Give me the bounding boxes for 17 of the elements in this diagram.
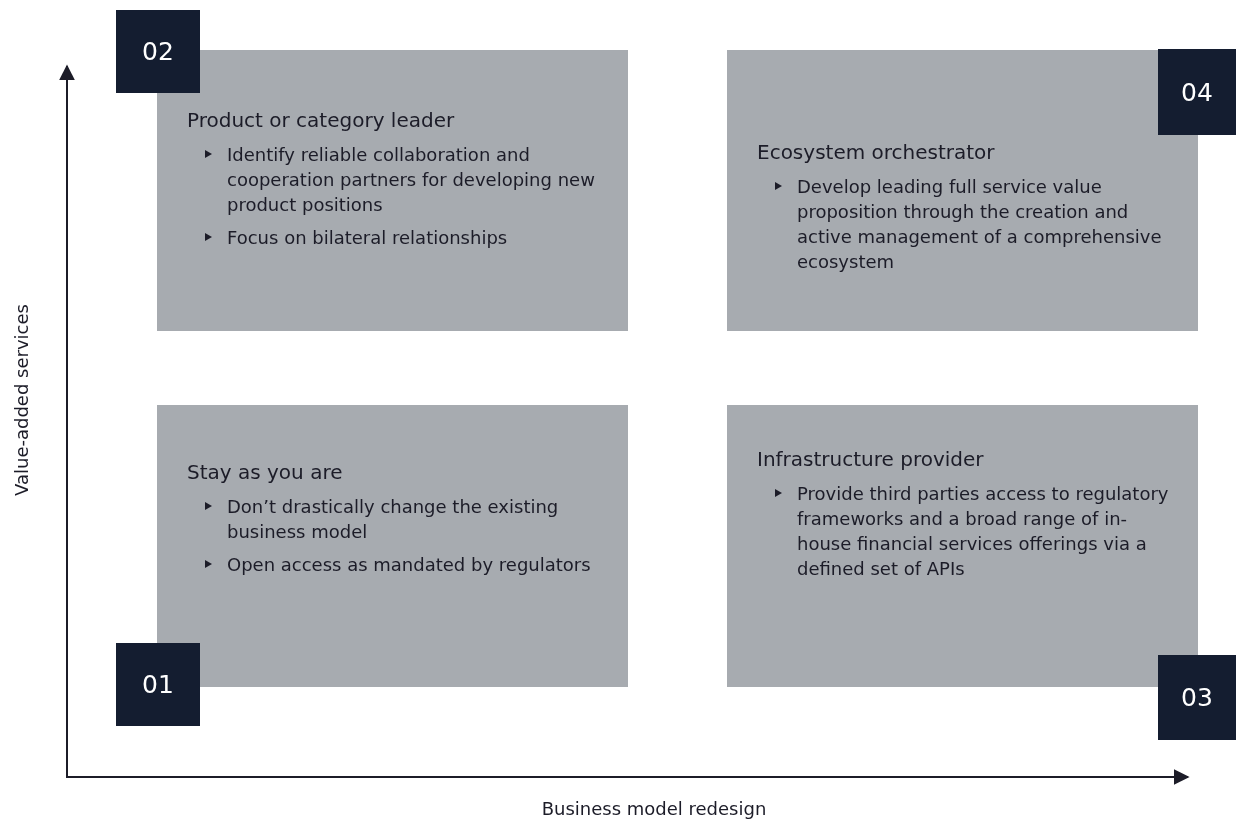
quadrant-title: Ecosystem orchestrator — [757, 140, 995, 164]
quadrant-title: Infrastructure provider — [757, 447, 984, 471]
number-badge: 03 — [1158, 655, 1236, 740]
bullet-text: Develop leading full service value proposition through the creation and active management of a comprehensive ecosystem — [757, 174, 1178, 274]
bullet-text: Open access as mandated by regulators — [187, 552, 608, 577]
bullet-text: Focus on bilateral relationships — [187, 225, 608, 250]
bullet-text: Identify reliable collaboration and cooperation partners for developing new product positions — [187, 142, 608, 217]
quadrant-box — [727, 405, 1198, 687]
bullet-text: Provide third parties access to regulatory frameworks and a broad range of in-house financial services offerings via a defined set of APIs — [757, 481, 1178, 581]
quadrant-title: Stay as you are — [187, 460, 343, 484]
bullet-text: Don’t drastically change the existing business model — [187, 494, 608, 544]
quadrant-title: Product or category leader — [187, 108, 455, 132]
number-badge: 01 — [116, 643, 200, 726]
number-badge: 02 — [116, 10, 200, 93]
axis-label: Business model redesign — [541, 797, 767, 819]
number-badge: 04 — [1158, 49, 1236, 135]
axis-label: Value-added services — [10, 304, 32, 496]
